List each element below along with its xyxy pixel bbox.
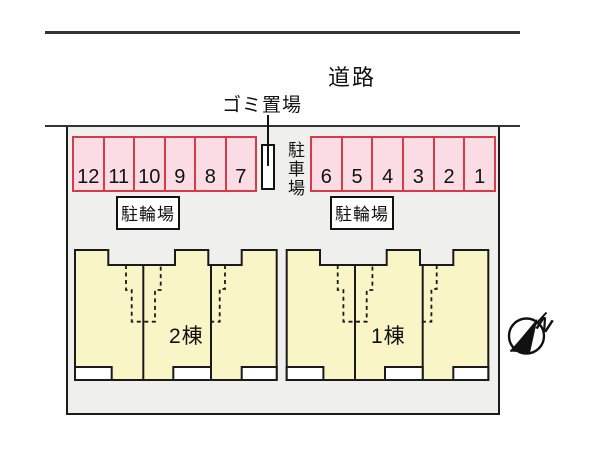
road-edge-line-top [45, 31, 520, 34]
bicycle-parking-label-left: 駐輪場 [116, 196, 180, 230]
compass-circle [507, 317, 546, 355]
compass-needle [510, 318, 538, 353]
parking-space-8: 8 [194, 136, 227, 192]
parking-lot-label: 駐車場 [285, 141, 304, 198]
parking-space-12: 12 [72, 136, 105, 192]
parking-space-7: 7 [224, 136, 257, 192]
building-1-label: 1棟 [371, 325, 406, 348]
garbage-pointer-line [267, 115, 269, 166]
compass-north-icon: N [507, 311, 555, 355]
parking-space-5: 5 [340, 136, 374, 192]
parking-space-6: 6 [310, 136, 343, 192]
parking-row-right: 6 5 4 3 2 1 [310, 136, 497, 192]
parking-row-left: 12 11 10 9 8 7 [72, 136, 257, 192]
parking-space-9: 9 [163, 136, 196, 192]
parking-space-4: 4 [371, 136, 405, 192]
bicycle-parking-label-right: 駐輪場 [330, 196, 394, 230]
parking-space-2: 2 [432, 136, 466, 192]
parking-space-3: 3 [402, 136, 435, 192]
road-label: 道路 [328, 65, 377, 90]
parking-space-1: 1 [463, 136, 497, 192]
parking-space-11: 11 [102, 136, 135, 192]
parking-space-10: 10 [133, 136, 166, 192]
compass-needle-axis [509, 311, 548, 353]
building-2-label: 2棟 [169, 325, 204, 348]
road-edge-line-bottom [45, 125, 520, 127]
garbage-area-label: ゴミ置場 [222, 95, 303, 116]
compass-north-label: N [533, 312, 555, 338]
